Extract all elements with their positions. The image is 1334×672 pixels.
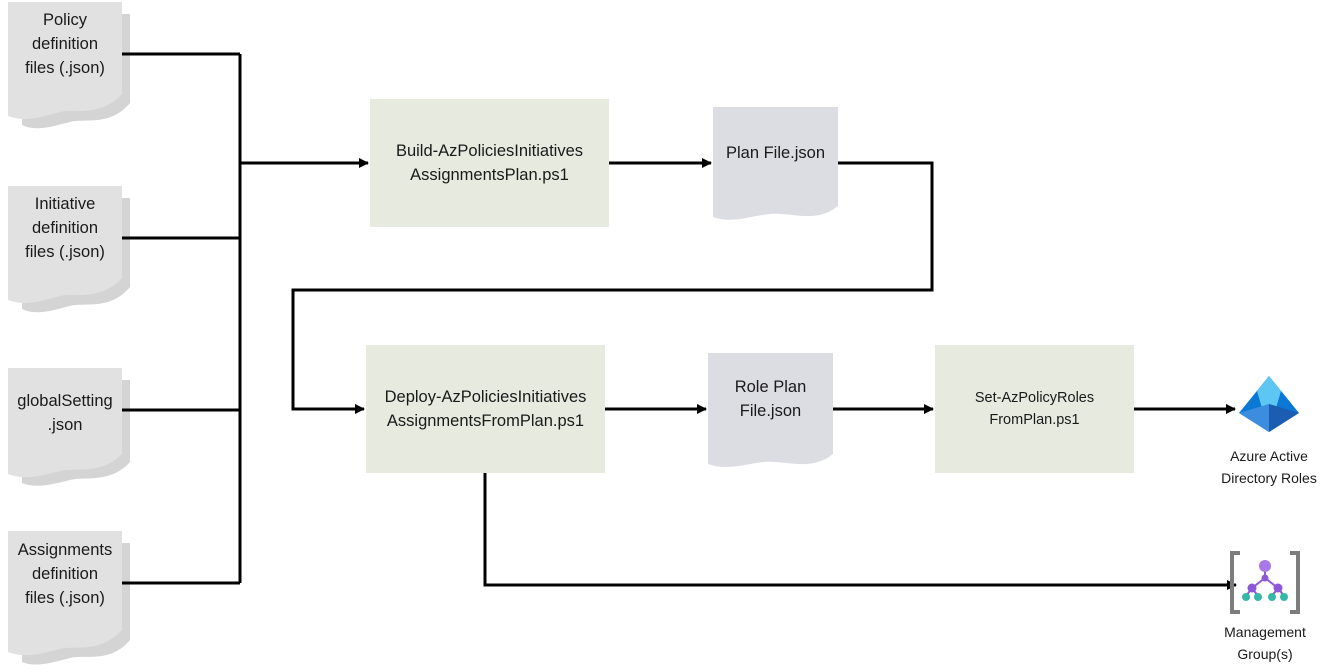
management-group-icon <box>1230 551 1300 614</box>
set-roles-process-box <box>935 345 1134 473</box>
doc-shape <box>8 368 122 478</box>
connectors <box>240 158 1237 590</box>
build-process-box <box>370 99 609 227</box>
doc-shape <box>8 531 122 656</box>
global-setting-file-label: globalSetting.json <box>17 392 113 434</box>
input-bus <box>122 52 242 585</box>
deploy-to-management-groups-arrow <box>483 473 1237 590</box>
plan-file-doc <box>713 107 838 220</box>
doc-shape <box>8 2 122 119</box>
deploy-process-box <box>366 345 605 473</box>
role-plan-file-doc <box>708 353 833 468</box>
doc-shape <box>8 186 122 303</box>
input-doc-global <box>8 368 130 486</box>
input-doc-policy <box>8 2 130 129</box>
azure-active-directory-icon <box>1239 376 1299 432</box>
input-doc-initiative <box>8 186 130 313</box>
input-doc-assignments <box>8 531 130 665</box>
plan-to-deploy-arrow <box>291 161 934 414</box>
plan-file-label: Plan File.json <box>725 144 826 162</box>
